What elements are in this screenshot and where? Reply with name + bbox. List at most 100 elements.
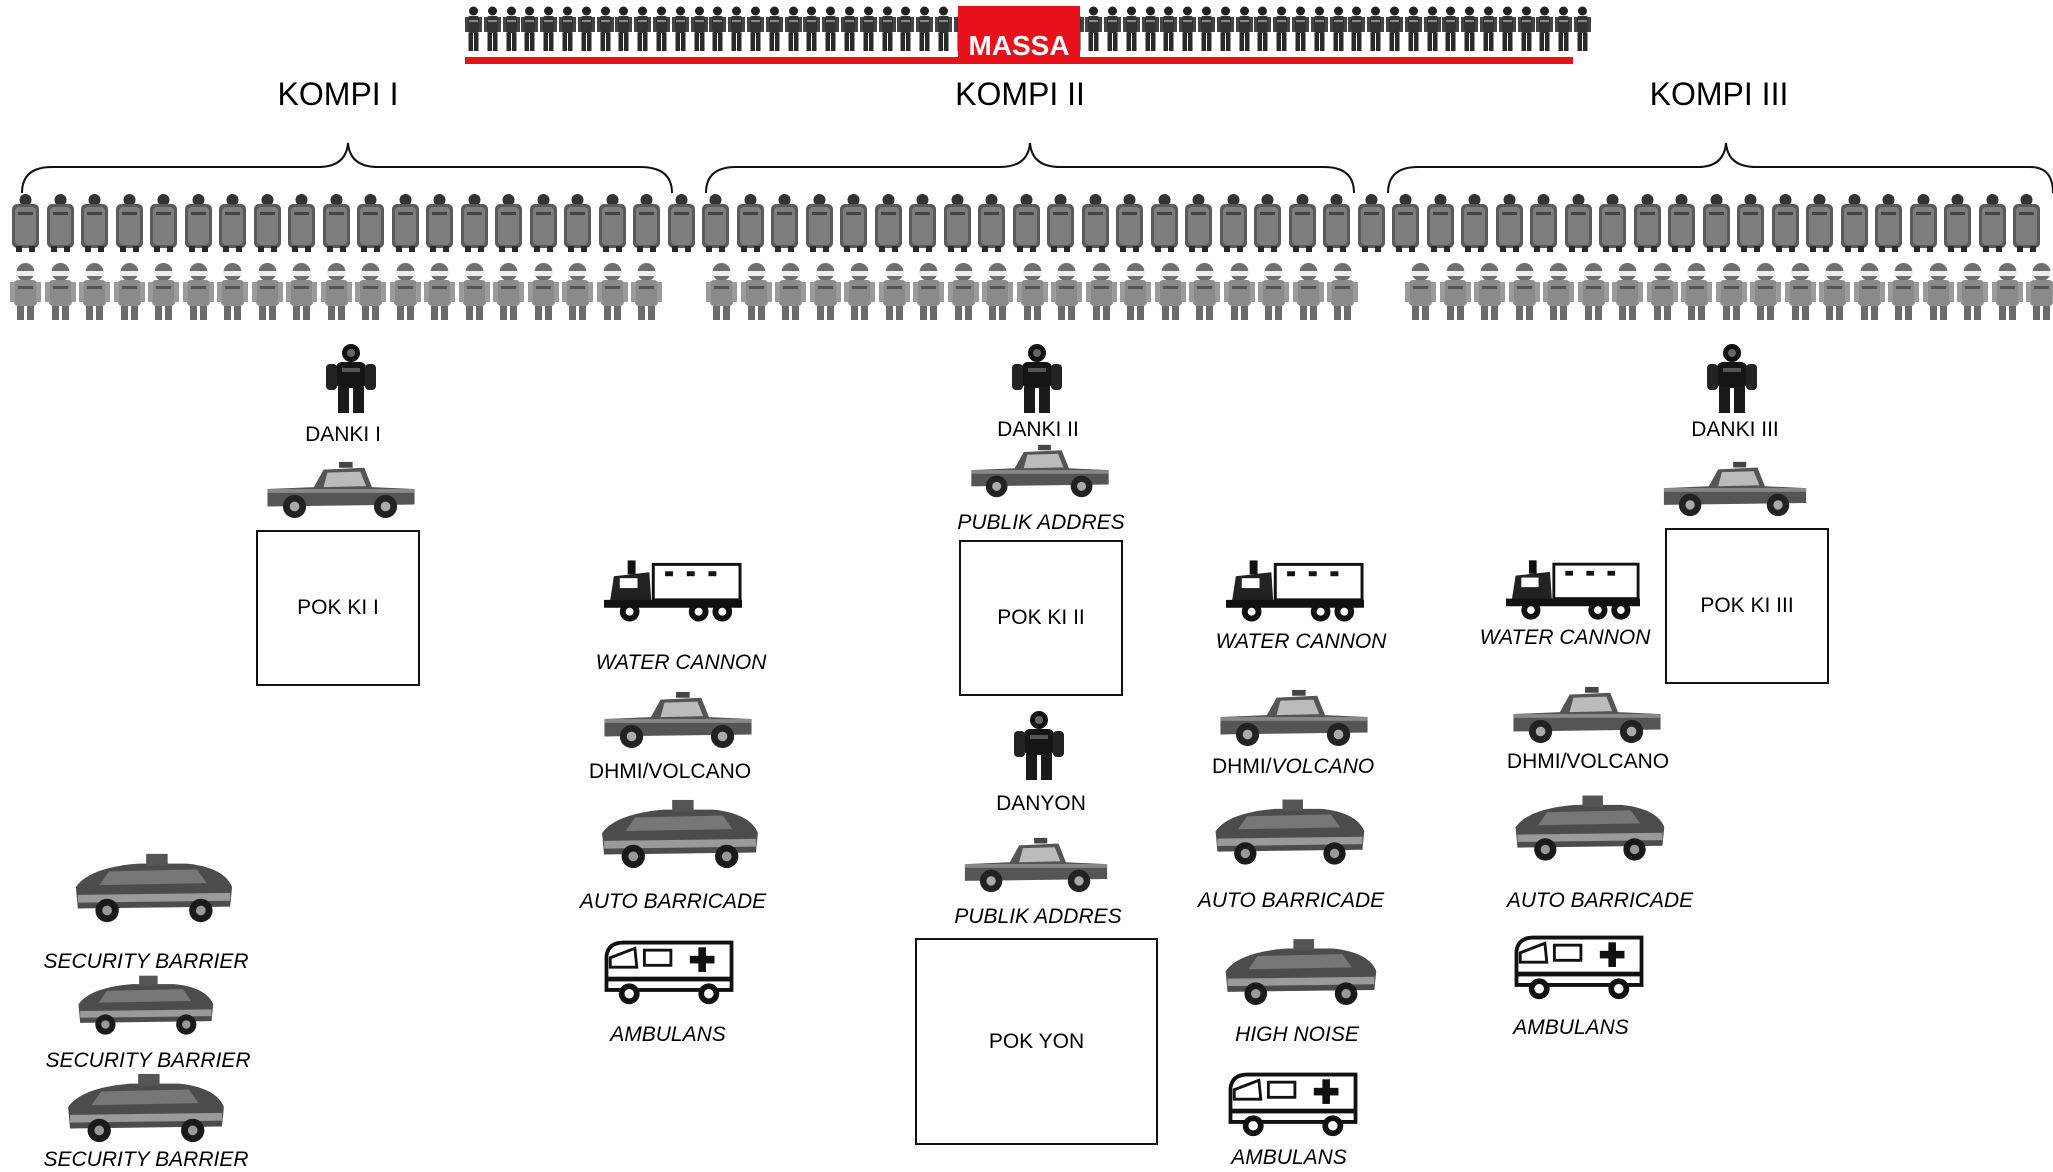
soldier-icon	[1716, 262, 1747, 320]
crowd-person-icon	[1518, 6, 1535, 52]
riot-shield-soldier-icon	[1908, 194, 1939, 252]
soldier-icon	[879, 262, 910, 320]
riot-shield-soldier-icon	[1942, 194, 1973, 252]
riot-shield-soldier-icon	[321, 194, 352, 252]
riot-shield-soldier-icon	[1080, 194, 1111, 252]
crowd-person-icon	[1348, 6, 1365, 52]
soldier-icon	[493, 262, 524, 320]
soldier-icon	[286, 262, 317, 320]
riot-shield-soldier-icon	[1735, 194, 1766, 252]
crowd-person-icon	[1104, 6, 1121, 52]
soldier-icon	[10, 262, 41, 320]
danyon-label: DANYON	[996, 792, 1086, 815]
soldier-icon	[982, 262, 1013, 320]
riot-shield-soldier-icon	[1804, 194, 1835, 252]
crowd-person-icon	[879, 6, 896, 52]
riot-shield-soldier-icon	[390, 194, 421, 252]
soldier-icon	[1854, 262, 1885, 320]
crowd-person-icon	[578, 6, 595, 52]
riot-shield-soldier-icon	[1494, 194, 1525, 252]
security-barrier-1-label: SECURITY BARRIER	[43, 950, 249, 973]
dhmi-1-pickup-icon	[598, 690, 758, 750]
riot-shield-soldier-icon	[286, 194, 317, 252]
crowd-person-icon	[634, 6, 651, 52]
security-barrier-2-icon	[62, 974, 228, 1038]
riot-shield-soldier-icon	[562, 194, 593, 252]
crowd-person-icon	[1273, 6, 1290, 52]
soldier-icon	[459, 262, 490, 320]
dhmi-2-label-b: VOLCANO	[1271, 755, 1375, 778]
security-barrier-2-label: SECURITY BARRIER	[45, 1049, 251, 1072]
brace-kompi-1	[21, 142, 673, 194]
soldier-icon	[1474, 262, 1505, 320]
crowd-person-icon	[822, 6, 839, 52]
soldier-icon	[79, 262, 110, 320]
danki-1-label: DANKI I	[305, 423, 381, 446]
crowd-person-icon	[615, 6, 632, 52]
soldier-icon	[1051, 262, 1082, 320]
crowd-person-icon	[841, 6, 858, 52]
soldier-icon	[1957, 262, 1988, 320]
riot-shield-soldier-icon	[1770, 194, 1801, 252]
kompi-3-title: KOMPI III	[1649, 76, 1789, 112]
crowd-person-icon	[803, 6, 820, 52]
soldier-icon	[913, 262, 944, 320]
soldier-row-kompi-1	[10, 262, 666, 320]
crowd-person-icon	[1085, 6, 1102, 52]
crowd-person-icon	[747, 6, 764, 52]
crowd-person-icon	[540, 6, 557, 52]
crowd-person-icon	[1480, 6, 1497, 52]
riot-shield-soldier-icon	[424, 194, 455, 252]
danki-2-commander-icon	[1010, 343, 1064, 413]
massa-label: MASSA	[958, 6, 1080, 64]
riot-shield-soldier-icon	[1666, 194, 1697, 252]
auto-barricade-1-label: AUTO BARRICADE	[579, 890, 767, 913]
water-cannon-1-label: WATER CANNON	[595, 651, 767, 674]
publik-addres-2-label: PUBLIK ADDRES	[954, 905, 1122, 928]
soldier-icon	[1327, 262, 1358, 320]
crowd-person-icon	[1123, 6, 1140, 52]
crowd-person-icon	[1160, 6, 1177, 52]
riot-shield-soldier-icon	[493, 194, 524, 252]
auto-barricade-3-label: AUTO BARRICADE	[1506, 889, 1694, 912]
riot-shield-soldier-icon	[597, 194, 628, 252]
crowd-person-icon	[1555, 6, 1572, 52]
soldier-icon	[390, 262, 421, 320]
riot-shield-soldier-icon	[735, 194, 766, 252]
riot-shield-soldier-icon	[631, 194, 662, 252]
dhmi-1-label: DHMI/VOLCANO	[588, 760, 752, 783]
crowd-person-icon	[1254, 6, 1271, 52]
danki-1-commander-icon	[324, 343, 378, 413]
soldier-icon	[1017, 262, 1048, 320]
soldier-icon	[562, 262, 593, 320]
crowd-person-icon	[1424, 6, 1441, 52]
danyon-commander-icon	[1012, 710, 1066, 780]
soldier-icon	[1543, 262, 1574, 320]
crowd-person-icon	[521, 6, 538, 52]
soldier-icon	[528, 262, 559, 320]
crowd-person-icon	[916, 6, 933, 52]
crowd-person-icon	[785, 6, 802, 52]
riot-shield-soldier-icon	[666, 194, 697, 252]
soldier-icon	[1440, 262, 1471, 320]
soldier-icon	[45, 262, 76, 320]
soldier-icon	[1509, 262, 1540, 320]
dhmi-2-label-a: DHMI/	[1212, 755, 1272, 778]
riot-shield-soldier-icon	[1287, 194, 1318, 252]
high-noise-label: HIGH NOISE	[1235, 1023, 1359, 1046]
soldier-icon	[1293, 262, 1324, 320]
riot-shield-soldier-icon	[1390, 194, 1421, 252]
pok-yon-label: POK YON	[988, 1029, 1085, 1053]
soldier-icon	[321, 262, 352, 320]
soldier-icon	[217, 262, 248, 320]
high-noise-icon	[1220, 935, 1380, 1011]
water-cannon-2-label: WATER CANNON	[1215, 630, 1387, 653]
riot-shield-soldier-icon	[700, 194, 731, 252]
crowd-person-icon	[653, 6, 670, 52]
soldier-icon	[355, 262, 386, 320]
riot-shield-soldier-icon	[1459, 194, 1490, 252]
pok-ki-2-box: POK KI II	[959, 540, 1123, 696]
dhmi-3-label: DHMI/VOLCANO	[1506, 750, 1670, 773]
riot-shield-soldier-icon	[1183, 194, 1214, 252]
riot-shield-soldier-icon	[838, 194, 869, 252]
